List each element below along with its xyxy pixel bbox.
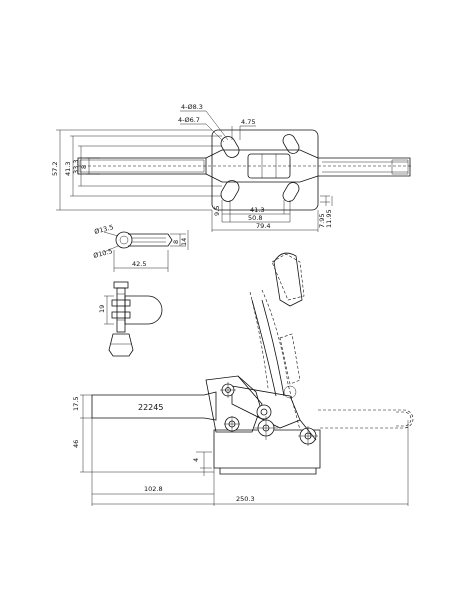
dim-right-a: 7.95 <box>318 214 326 228</box>
dim-side-length-total: 250.3 <box>236 495 255 503</box>
dim-height-holes: 41.3 <box>64 162 72 176</box>
bumper-view: 19 <box>98 281 163 357</box>
dim-right-b: 11.95 <box>325 209 333 228</box>
dim-spindle-length: 42.5 <box>132 260 146 268</box>
dim-base-spacing-b: 41.3 <box>250 206 264 214</box>
dim-hole-offset: 4.75 <box>241 118 255 126</box>
mounting-slot-icon <box>220 134 300 202</box>
spindle-view: Ø13.5 Ø10.5 8 14 42.5 <box>92 223 189 272</box>
dim-height-bar: 33.3 <box>72 160 80 174</box>
dim-side-height-top: 17.5 <box>72 397 80 411</box>
dim-spindle-a: 8 <box>172 240 180 244</box>
dim-bumper-height: 19 <box>98 305 106 313</box>
side-view: 22245 <box>72 252 414 506</box>
dim-side-offset: 4 <box>192 458 200 462</box>
dim-height-handle: 8 <box>80 165 88 169</box>
dim-spindle-dia-inner: Ø10.5 <box>92 247 113 260</box>
dim-base-spacing-a: 9.5 <box>213 206 221 216</box>
top-view: 57.2 41.3 33.3 8 4-Ø8.3 4-Ø6.7 4.75 <box>51 103 412 232</box>
pivot-icon <box>221 383 317 445</box>
dim-base-width: 79.4 <box>256 222 270 230</box>
callout-holes-large: 4-Ø8.3 <box>181 103 203 111</box>
callout-holes-small: 4-Ø6.7 <box>178 116 200 124</box>
part-number: 22245 <box>138 403 163 412</box>
dim-side-length-short: 102.8 <box>144 485 163 493</box>
dim-base-spacing-c: 50.8 <box>248 214 262 222</box>
dim-spindle-b: 14 <box>180 238 188 246</box>
dim-side-height-base: 46 <box>72 440 80 448</box>
dim-height-overall: 57.2 <box>51 162 59 176</box>
